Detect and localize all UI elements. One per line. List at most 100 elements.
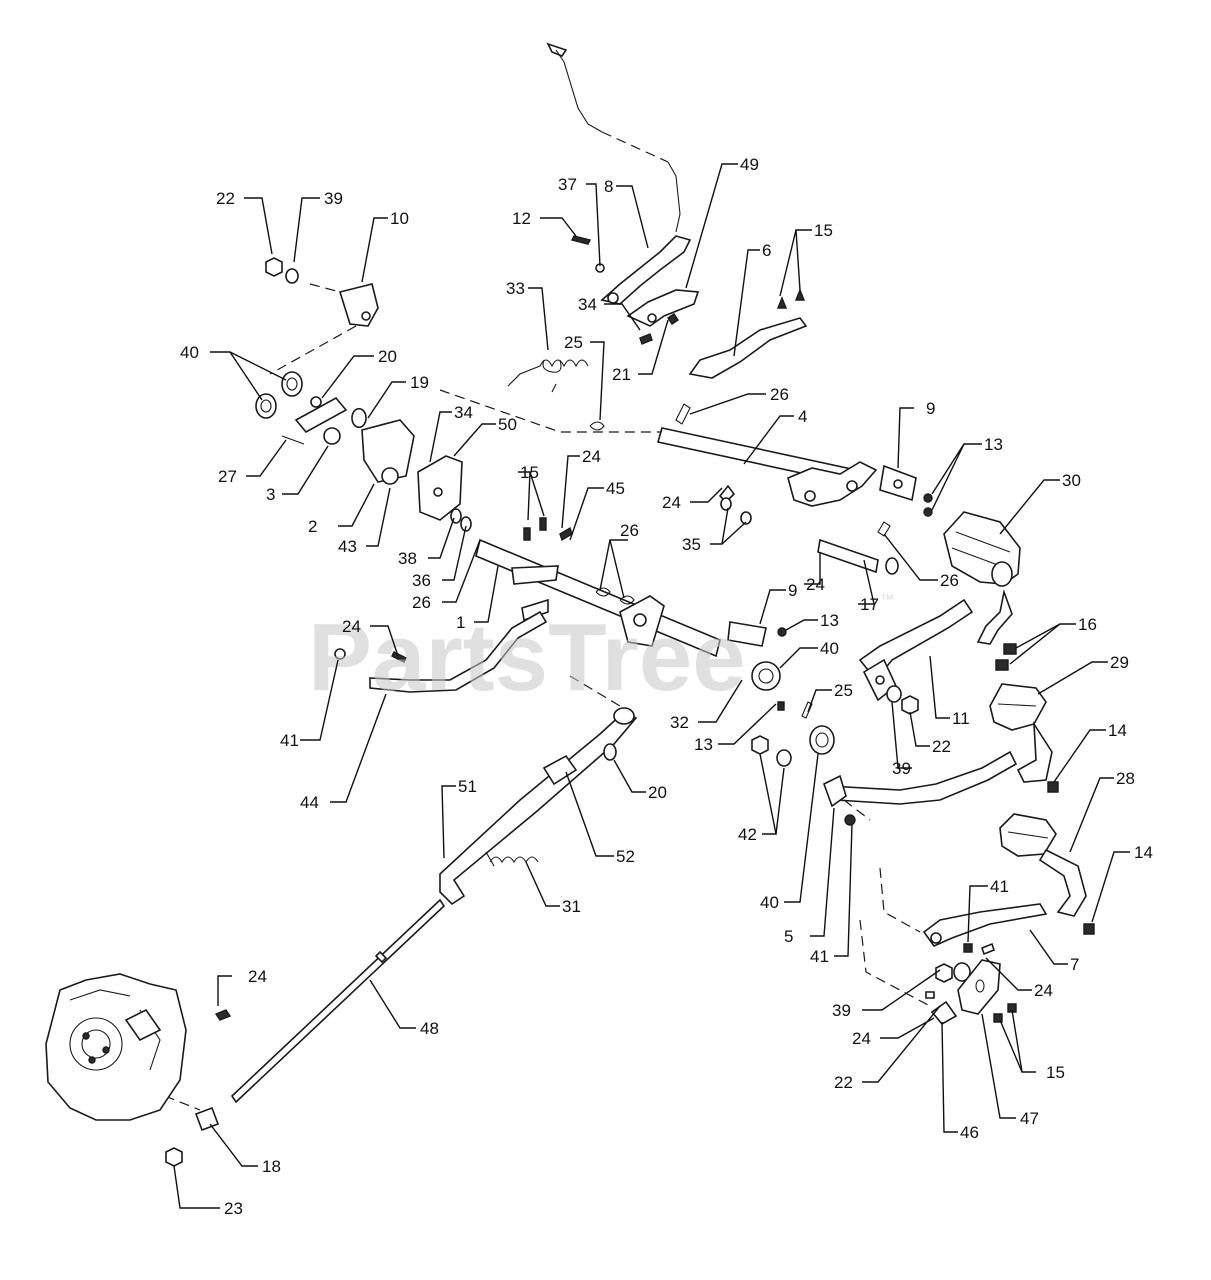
callout-4: 4 [798, 407, 807, 426]
collars-part-40 [255, 371, 322, 419]
callout-27: 27 [218, 467, 237, 486]
callouts: 22 39 10 37 8 49 12 33 6 15 34 25 21 40 [173, 155, 1153, 1218]
callout-2: 2 [308, 517, 317, 536]
callout-14: 14 [1108, 721, 1127, 740]
callout-26: 26 [412, 593, 431, 612]
callout-13: 13 [694, 735, 713, 754]
callout-17: 17 [860, 595, 879, 614]
callout-46: 46 [960, 1123, 979, 1142]
callout-30: 30 [1062, 471, 1081, 490]
callout-51: 51 [458, 777, 477, 796]
nut-washer-parts-22-39 [265, 257, 299, 284]
callout-11: 11 [952, 709, 970, 728]
callout-45: 45 [606, 479, 625, 498]
shaft-part-5 [751, 725, 1018, 826]
callout-36: 36 [412, 571, 431, 590]
callout-5: 5 [784, 927, 793, 946]
callout-24: 24 [342, 617, 361, 636]
callout-12: 12 [512, 209, 531, 228]
callout-22: 22 [932, 737, 951, 756]
callout-9: 9 [788, 581, 797, 600]
callout-44: 44 [300, 793, 319, 812]
rod-part-44 [334, 610, 548, 693]
bracket-part-6 [688, 288, 808, 379]
callout-15: 15 [520, 463, 539, 482]
bracket-part-10 [269, 283, 379, 375]
callout-41: 41 [990, 877, 1009, 896]
callout-48: 48 [420, 1019, 439, 1038]
callout-42: 42 [738, 825, 757, 844]
callout-24: 24 [852, 1029, 871, 1048]
callout-40: 40 [820, 639, 839, 658]
callout-34: 34 [454, 403, 473, 422]
callout-32: 32 [670, 713, 689, 732]
callout-49: 49 [740, 155, 759, 174]
main-shaft-part-4 [439, 389, 878, 507]
plate-part-9-lower [727, 621, 787, 647]
callout-26: 26 [620, 521, 639, 540]
callout-24: 24 [806, 575, 825, 594]
callout-40: 40 [760, 893, 779, 912]
pedal-pad-part-30 [943, 511, 1021, 645]
bolts-part-16 [995, 643, 1017, 671]
plates-parts-46-47 [859, 919, 1017, 1026]
callout-15: 15 [814, 221, 833, 240]
callout-26: 26 [770, 385, 789, 404]
callout-52: 52 [616, 847, 635, 866]
watermark-trademark: ™ [880, 591, 894, 607]
callout-41: 41 [810, 947, 829, 966]
pedal-pad-part-29 [989, 683, 1059, 793]
plate-part-9-upper [879, 464, 933, 517]
callout-22: 22 [834, 1073, 853, 1092]
callout-39: 39 [324, 189, 343, 208]
plate-part-50 [417, 455, 472, 532]
callout-10: 10 [390, 209, 409, 228]
callout-29: 29 [1110, 653, 1129, 672]
callout-20: 20 [648, 783, 667, 802]
callout-24: 24 [1034, 981, 1053, 1000]
callout-37: 37 [558, 175, 577, 194]
collar-part-40-middle [751, 661, 919, 715]
callout-43: 43 [338, 537, 357, 556]
callout-9: 9 [926, 399, 935, 418]
callout-40: 40 [180, 343, 199, 362]
callout-6: 6 [762, 241, 771, 260]
rod-part-48 [214, 898, 446, 1104]
callout-14: 14 [1134, 843, 1153, 862]
callout-20: 20 [378, 347, 397, 366]
callout-24: 24 [662, 493, 681, 512]
arm-part-11 [858, 598, 974, 702]
callout-23: 23 [224, 1199, 243, 1218]
callout-24: 24 [248, 967, 267, 986]
callout-24: 24 [582, 447, 601, 466]
callout-50: 50 [498, 415, 517, 434]
callout-15: 15 [1046, 1063, 1065, 1082]
callout-31: 31 [562, 897, 581, 916]
callout-25: 25 [834, 681, 853, 700]
spring-part-33 [507, 359, 589, 393]
shaft-part-1 [475, 538, 721, 658]
callout-33: 33 [506, 279, 525, 298]
callout-18: 18 [262, 1157, 281, 1176]
callout-38: 38 [398, 549, 417, 568]
callout-39: 39 [892, 759, 911, 778]
callout-7: 7 [1070, 955, 1079, 974]
callout-39: 39 [832, 1001, 851, 1020]
pedal-pad-part-28 [999, 813, 1095, 935]
callout-25: 25 [564, 333, 583, 352]
callout-26: 26 [940, 571, 959, 590]
callout-3: 3 [266, 485, 275, 504]
callout-35: 35 [682, 535, 701, 554]
callout-13: 13 [820, 611, 839, 630]
callout-47: 47 [1020, 1109, 1039, 1128]
arm-part-51 [439, 675, 638, 906]
watermark-text: PartsTree [308, 604, 746, 711]
callout-28: 28 [1116, 769, 1135, 788]
callout-21: 21 [612, 365, 631, 384]
callout-22: 22 [216, 189, 235, 208]
callout-1: 1 [456, 613, 465, 632]
callout-8: 8 [604, 177, 613, 196]
arm-part-7 [879, 867, 1048, 947]
callout-34: 34 [578, 295, 597, 314]
